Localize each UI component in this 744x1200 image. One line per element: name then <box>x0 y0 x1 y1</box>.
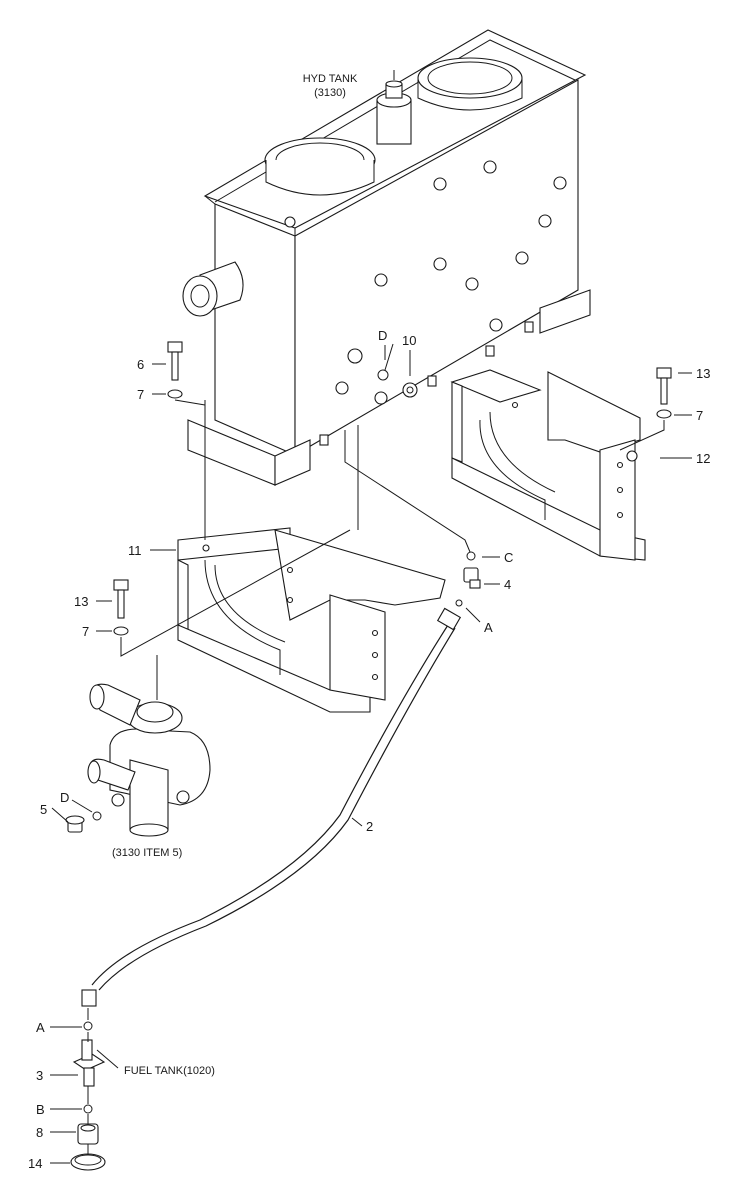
bolt-13-right <box>656 367 672 405</box>
callout-D-tank: D <box>378 328 387 343</box>
callout-11: 11 <box>128 543 142 558</box>
callout-4: 4 <box>504 577 511 592</box>
oring-D-pump <box>92 811 102 821</box>
fuel-tank-caption: FUEL TANK(1020) <box>124 1065 215 1077</box>
bracket-11 <box>177 527 446 713</box>
connector-4 <box>463 567 481 589</box>
callout-7-top: 7 <box>137 387 144 402</box>
oring-C <box>466 551 476 561</box>
callout-D-pump: D <box>60 790 69 805</box>
plug-5 <box>65 815 85 833</box>
callout-6: 6 <box>137 357 144 372</box>
ring-14 <box>70 1153 106 1171</box>
bolt-6 <box>167 341 183 381</box>
callout-A-top: A <box>484 620 493 635</box>
oring-A-bottom <box>83 1021 93 1031</box>
callout-14: 14 <box>28 1156 42 1171</box>
tank-drain-plug-10 <box>402 382 418 398</box>
hose-2 <box>81 607 462 1007</box>
tank-side-studs <box>284 160 567 405</box>
washer-7-top <box>167 389 183 399</box>
callout-10: 10 <box>402 333 416 348</box>
oring-B <box>83 1104 93 1114</box>
callout-3: 3 <box>36 1068 43 1083</box>
callout-7-left: 7 <box>82 624 89 639</box>
washer-7-left <box>113 626 129 636</box>
callout-13-right: 13 <box>696 366 710 381</box>
assembly-lines <box>87 345 665 1154</box>
pump-body <box>87 683 211 837</box>
bolt-13-left <box>113 579 129 619</box>
callout-A-bottom: A <box>36 1020 45 1035</box>
nut-8 <box>77 1123 99 1145</box>
callout-8: 8 <box>36 1125 43 1140</box>
hyd-tank-caption-line1: HYD TANK <box>303 73 358 85</box>
pump-reference-caption: (3130 ITEM 5) <box>112 847 182 859</box>
oring-A-top <box>455 599 463 607</box>
callout-C: C <box>504 550 513 565</box>
callout-7-right: 7 <box>696 408 703 423</box>
callout-12: 12 <box>696 451 710 466</box>
washer-7-right <box>656 409 672 419</box>
callout-B: B <box>36 1102 45 1117</box>
callout-2: 2 <box>366 819 373 834</box>
callout-13-left: 13 <box>74 594 88 609</box>
leader-lines <box>50 343 692 1164</box>
bracket-12 <box>450 369 646 561</box>
callout-5: 5 <box>40 802 47 817</box>
hydraulic-tank <box>182 29 591 486</box>
adapter-3 <box>72 1039 106 1087</box>
hyd-tank-caption-line2: (3130) <box>314 87 346 99</box>
